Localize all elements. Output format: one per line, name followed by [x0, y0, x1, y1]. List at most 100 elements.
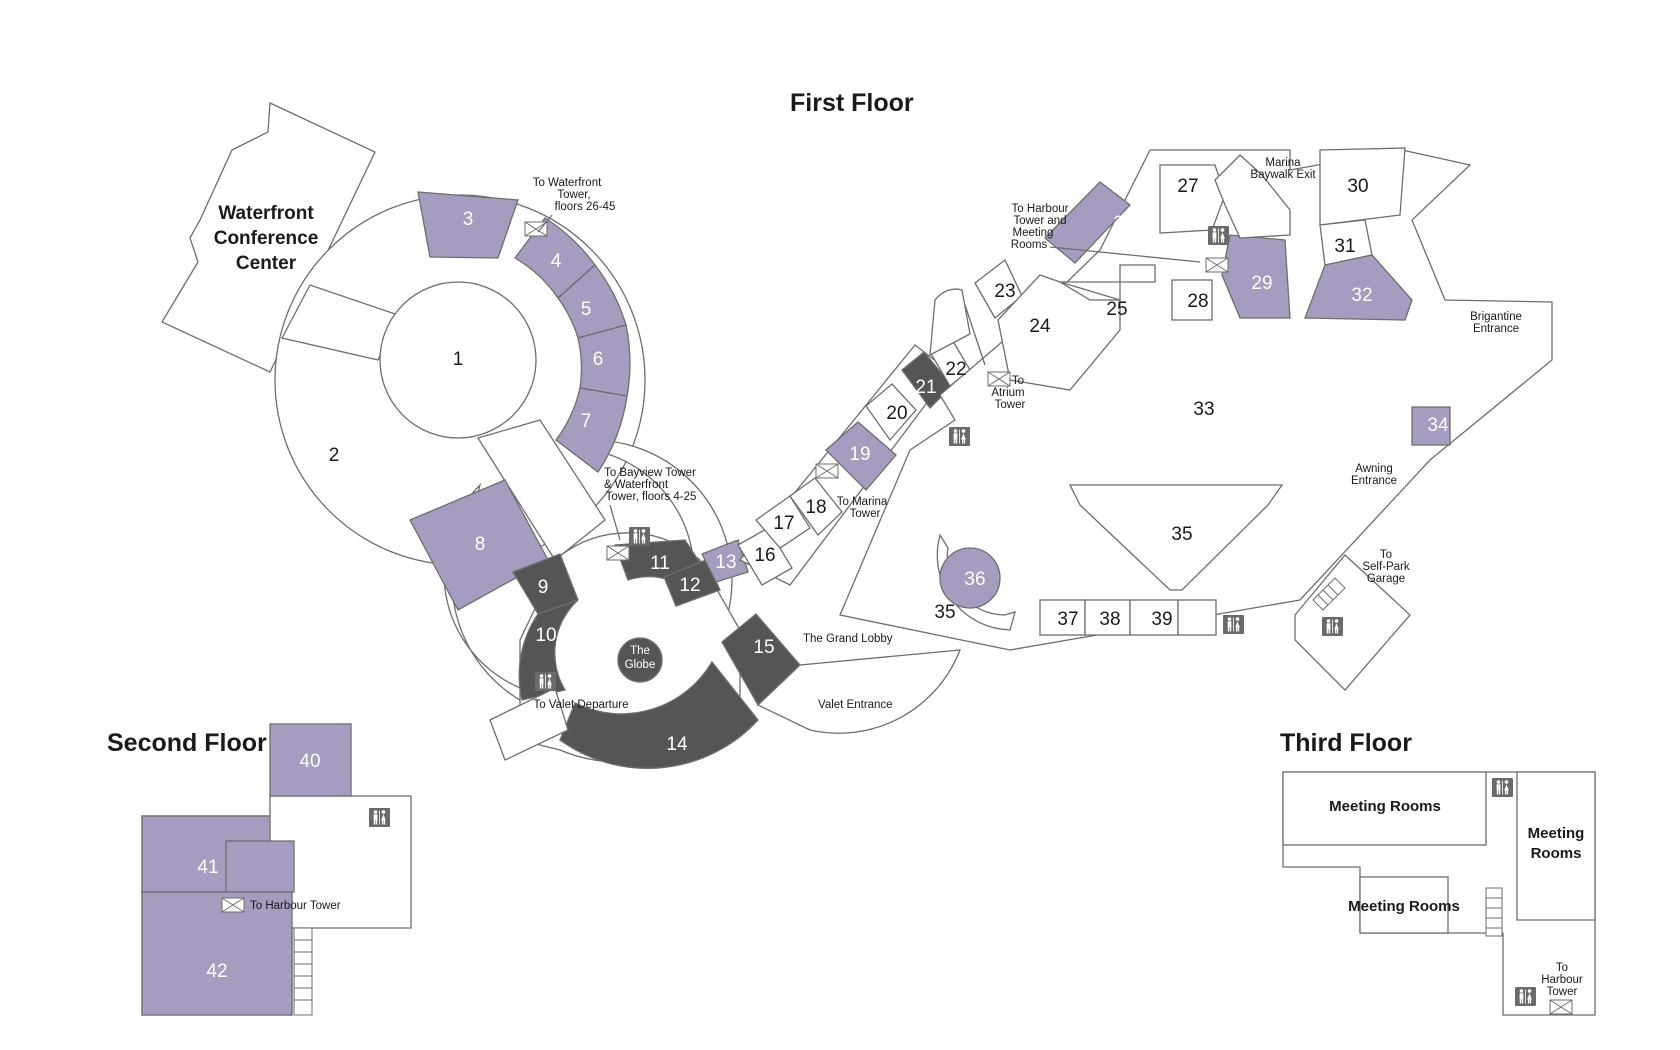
label-self-park-3: Garage — [1367, 573, 1405, 585]
room-10-number: 10 — [535, 625, 556, 646]
label-to-harbour-tower-2f: To Harbour Tower — [250, 900, 341, 912]
label-grand-lobby: The Grand Lobby — [803, 633, 893, 645]
meeting-rooms-bottom[interactable] — [1359, 876, 1449, 934]
room-39[interactable] — [1129, 599, 1179, 636]
curved-passage — [929, 288, 971, 357]
room-40[interactable] — [269, 723, 352, 797]
label-to-bayview-2: & Waterfront — [604, 479, 669, 491]
room-13[interactable] — [701, 539, 749, 583]
globe-label-1: The — [630, 645, 650, 657]
room-23-number: 23 — [994, 281, 1015, 302]
room-5-number: 5 — [581, 299, 592, 320]
room-28[interactable] — [1171, 279, 1213, 321]
room-30[interactable] — [1319, 147, 1406, 226]
meeting-rooms-bottom-label: Meeting Rooms — [1348, 898, 1460, 915]
room-36[interactable] — [939, 547, 1001, 609]
stairs-icon — [1312, 577, 1346, 611]
room-42[interactable] — [141, 891, 293, 1016]
marina-baywalk-corridor — [1214, 154, 1291, 239]
corridor-to-globe — [476, 419, 606, 561]
room-27[interactable] — [1159, 164, 1226, 234]
room-26-number: 26 — [1113, 213, 1134, 234]
room-12[interactable] — [663, 559, 721, 607]
restroom-icon — [949, 427, 970, 446]
room-27-number: 27 — [1177, 176, 1198, 197]
room-35-number: 35 — [1171, 524, 1192, 545]
room-20[interactable] — [865, 383, 917, 442]
stairs-lines — [294, 939, 312, 1001]
elevator-icon — [987, 371, 1011, 387]
room-storage — [1177, 599, 1217, 636]
room-31-number: 31 — [1334, 236, 1355, 257]
room-6-number: 6 — [593, 349, 604, 370]
room-16[interactable] — [737, 527, 793, 586]
restroom-icon — [629, 527, 650, 546]
room-15-number: 15 — [753, 637, 774, 658]
label-to-harbour-3f-1: To — [1556, 962, 1568, 974]
room-12-number: 12 — [679, 575, 700, 596]
room-24-number: 24 — [1029, 316, 1051, 337]
conference-center-label-3: Center — [236, 253, 297, 274]
room-38-number: 38 — [1099, 609, 1120, 630]
room-25[interactable] — [1059, 264, 1156, 301]
room-11-number: 11 — [650, 553, 670, 574]
room-41-annex[interactable] — [225, 840, 295, 893]
restroom-icon — [1223, 615, 1244, 634]
room-30-number: 30 — [1347, 176, 1368, 197]
label-to-harbour-3f-2: Harbour — [1541, 974, 1583, 986]
room-22-number: 22 — [945, 359, 966, 380]
room-39-number: 39 — [1151, 609, 1172, 630]
room-19[interactable] — [825, 421, 897, 491]
label-to-atrium-2: Atrium — [991, 387, 1024, 399]
label-valet-entrance: Valet Entrance — [818, 699, 893, 711]
room-1-number: 1 — [453, 349, 464, 370]
restroom-icon — [1492, 778, 1513, 797]
room-28-number: 28 — [1187, 291, 1208, 312]
room-34[interactable] — [1411, 406, 1451, 446]
meeting-rooms-right[interactable] — [1516, 771, 1596, 921]
room-18[interactable] — [789, 477, 843, 536]
stairs-icon — [293, 927, 313, 1016]
room-26[interactable] — [1044, 181, 1131, 264]
meeting-rooms-right-label-1: Meeting — [1528, 825, 1585, 842]
room-21-number: 21 — [915, 377, 936, 398]
room-7-number: 7 — [581, 411, 592, 432]
room-35-hall[interactable] — [1068, 484, 1284, 591]
room-42-number: 42 — [206, 961, 227, 982]
valet-departure-corridor — [489, 687, 569, 761]
label-self-park-2: Self-Park — [1362, 561, 1410, 573]
room-33-number: 33 — [1193, 399, 1214, 420]
room-32[interactable] — [1304, 254, 1413, 321]
label-marina-baywalk-2: Baywalk Exit — [1250, 169, 1316, 181]
restroom-icon — [535, 672, 556, 691]
room-17[interactable] — [755, 495, 811, 549]
second-floor-title: Second Floor — [107, 729, 267, 757]
label-to-valet-departure: To Valet Departure — [533, 699, 628, 711]
room-18-number: 18 — [805, 497, 826, 518]
label-to-harbour-3f-3: Tower — [1547, 986, 1578, 998]
room-6[interactable] — [577, 324, 631, 397]
label-awning-2: Entrance — [1351, 475, 1397, 487]
room-37[interactable] — [1039, 599, 1086, 636]
room-4-number: 4 — [551, 251, 562, 272]
stairs-icon — [1485, 887, 1503, 937]
room-7[interactable] — [555, 387, 628, 473]
arrow-icon — [537, 214, 553, 233]
room-10[interactable] — [518, 599, 579, 701]
the-globe[interactable] — [617, 637, 663, 683]
room-35-arc-number: 35 — [934, 602, 955, 623]
label-to-waterfront-tower-1: To Waterfront — [533, 177, 602, 189]
room-2-number: 2 — [329, 445, 340, 466]
room-40-number: 40 — [299, 751, 320, 772]
room-3[interactable] — [417, 191, 519, 259]
label-to-harbour-meeting-2: Tower and — [1013, 215, 1066, 227]
label-to-atrium-1: To — [1012, 375, 1024, 387]
room-1[interactable] — [379, 281, 537, 439]
label-to-atrium-3: Tower — [995, 399, 1026, 411]
room-13-number: 13 — [715, 552, 736, 573]
meeting-rooms-top[interactable] — [1282, 771, 1487, 846]
first-floor-title: First Floor — [790, 89, 914, 117]
label-to-marina-tower-1: To Marina — [837, 496, 888, 508]
room-14[interactable] — [559, 660, 759, 769]
